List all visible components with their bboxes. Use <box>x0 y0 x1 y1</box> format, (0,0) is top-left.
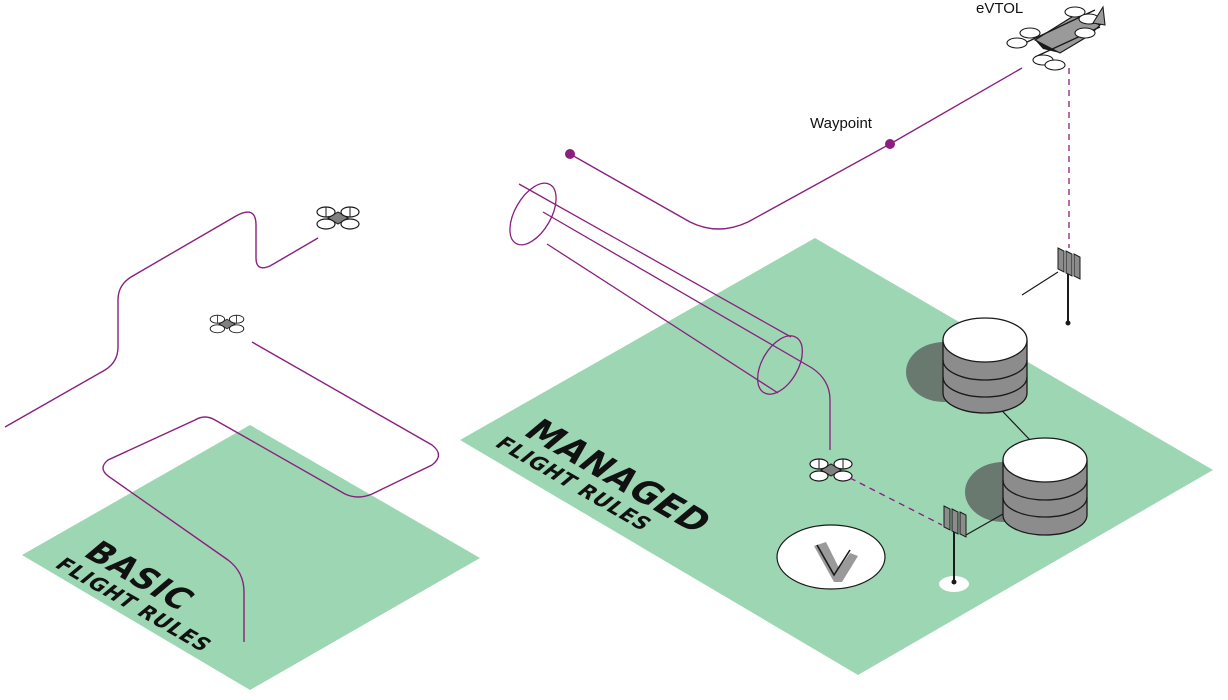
evtol-aircraft-icon <box>1006 5 1106 71</box>
data-server-icon <box>1002 437 1088 536</box>
quadcopter-drone-icon <box>809 458 853 482</box>
basic-zone-ground <box>22 425 480 690</box>
evtol-label: eVTOL <box>976 0 1023 17</box>
quadcopter-drone-icon <box>209 314 245 334</box>
cell-antenna-icon <box>1053 247 1083 333</box>
cell-antenna-icon <box>939 505 969 592</box>
data-server-icon <box>942 317 1028 414</box>
vertiport-pad-icon <box>776 524 886 590</box>
basic-flight-path-1 <box>4 211 319 428</box>
managed-zone-ground <box>460 238 1213 675</box>
basic-flight-path-3 <box>102 416 246 642</box>
server-antenna-link <box>1021 271 1059 296</box>
waypoint-dot <box>885 139 895 149</box>
basic-flight-path-2 <box>244 341 440 498</box>
waypoint-dot-start <box>565 149 575 159</box>
quadcopter-drone-icon <box>316 206 360 230</box>
flight-corridor-tube <box>509 182 831 450</box>
evtol-flight-path <box>569 67 1023 230</box>
waypoint-label: Waypoint <box>810 115 873 132</box>
